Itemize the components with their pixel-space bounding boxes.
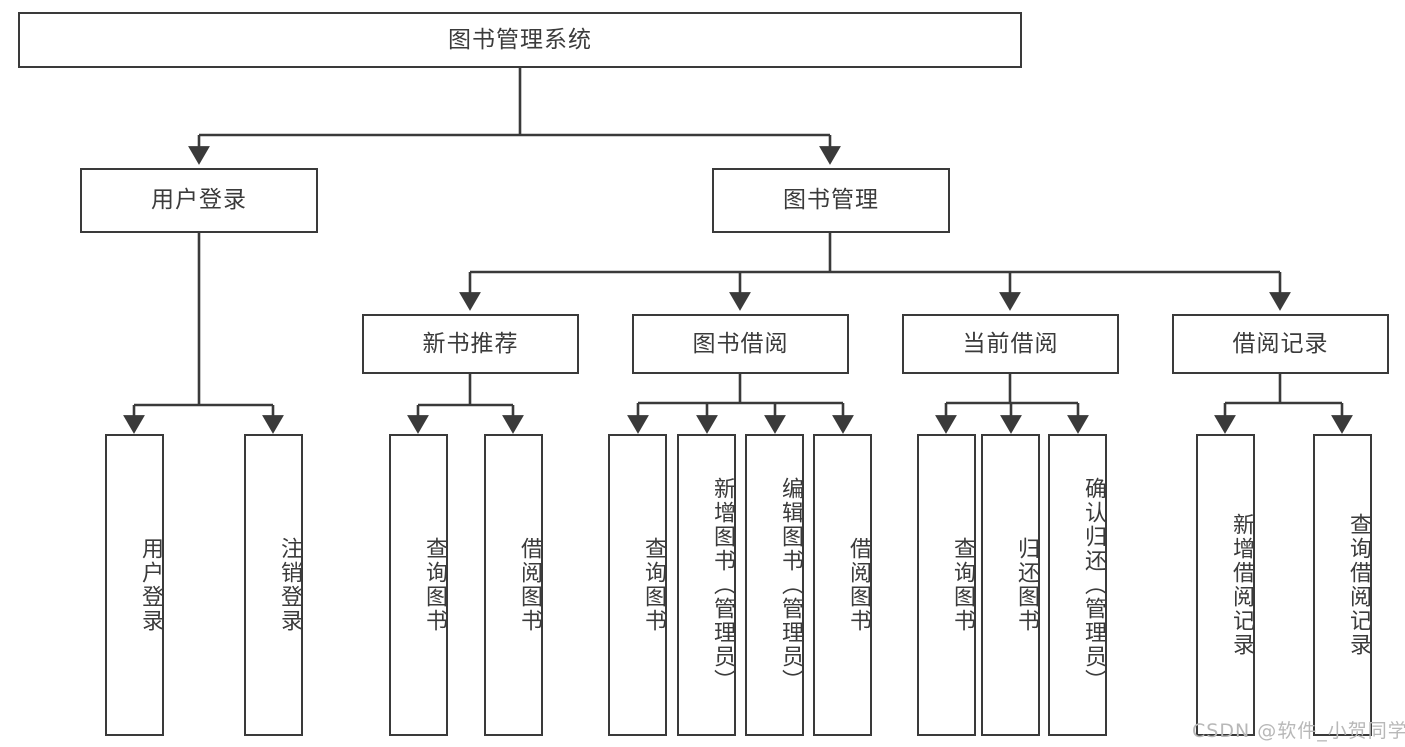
node-label: 借阅图书	[846, 537, 871, 633]
node-label: 新书推荐	[422, 330, 519, 357]
node-label: 查询图书	[950, 537, 975, 633]
node-root-system[interactable]: 图书管理系统	[18, 12, 1022, 68]
leaf-new-books-query[interactable]: 查询图书	[389, 434, 448, 736]
node-label: 查询借阅记录	[1346, 513, 1371, 657]
node-label: 图书借阅	[692, 330, 789, 357]
leaf-user-login-signout[interactable]: 注销登录	[244, 434, 303, 736]
node-label: 借阅记录	[1232, 330, 1329, 357]
node-label: 确认归还（管理员）	[1081, 477, 1106, 693]
node-book-management[interactable]: 图书管理	[712, 168, 950, 233]
leaf-records-query-record[interactable]: 查询借阅记录	[1313, 434, 1372, 736]
node-label: 用户登录	[138, 537, 163, 633]
node-book-borrow[interactable]: 图书借阅	[632, 314, 849, 374]
leaf-user-login-signin[interactable]: 用户登录	[105, 434, 164, 736]
node-label: 编辑图书（管理员）	[778, 477, 803, 693]
node-borrow-records[interactable]: 借阅记录	[1172, 314, 1389, 374]
node-current-borrow[interactable]: 当前借阅	[902, 314, 1119, 374]
leaf-current-confirm-return-admin[interactable]: 确认归还（管理员）	[1048, 434, 1107, 736]
leaf-borrow-add-book-admin[interactable]: 新增图书（管理员）	[677, 434, 736, 736]
leaf-borrow-borrow-book[interactable]: 借阅图书	[813, 434, 872, 736]
csdn-watermark: CSDN @软件_小贺同学	[1192, 720, 1405, 742]
node-label: 查询图书	[422, 537, 447, 633]
node-label: 图书管理	[783, 187, 879, 214]
leaf-current-query-book[interactable]: 查询图书	[917, 434, 976, 736]
leaf-records-add-record[interactable]: 新增借阅记录	[1196, 434, 1255, 736]
leaf-borrow-query-book[interactable]: 查询图书	[608, 434, 667, 736]
node-label: 当前借阅	[962, 330, 1059, 357]
node-label: 用户登录	[151, 187, 247, 214]
node-label: 新增图书（管理员）	[710, 477, 735, 693]
node-user-login[interactable]: 用户登录	[80, 168, 318, 233]
node-new-book-recommend[interactable]: 新书推荐	[362, 314, 579, 374]
node-label: 借阅图书	[517, 537, 542, 633]
leaf-borrow-edit-book-admin[interactable]: 编辑图书（管理员）	[745, 434, 804, 736]
node-label: 查询图书	[641, 537, 666, 633]
node-label: 图书管理系统	[448, 26, 592, 53]
node-label: 归还图书	[1014, 537, 1039, 633]
node-label: 注销登录	[277, 537, 302, 633]
leaf-new-books-borrow[interactable]: 借阅图书	[484, 434, 543, 736]
leaf-current-return-book[interactable]: 归还图书	[981, 434, 1040, 736]
node-label: 新增借阅记录	[1229, 513, 1254, 657]
